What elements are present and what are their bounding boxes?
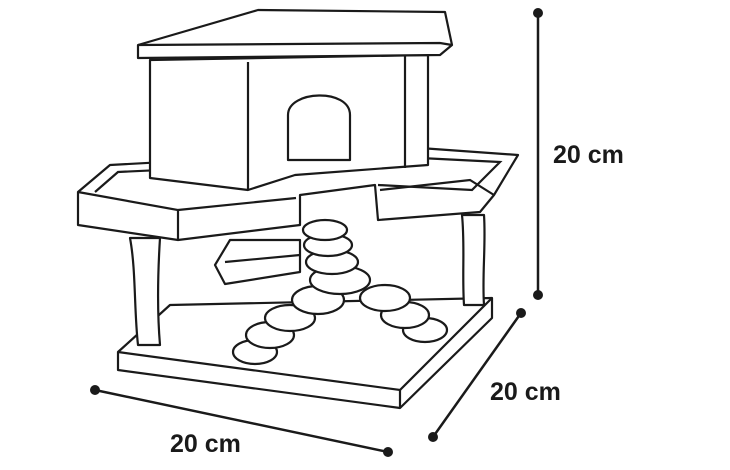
width-label: 20 cm <box>170 430 241 458</box>
depth-label: 20 cm <box>490 378 561 406</box>
legs <box>128 213 486 347</box>
height-label: 20 cm <box>553 141 624 169</box>
house <box>136 8 454 192</box>
spiral-steps <box>231 218 449 366</box>
dimension-lines <box>90 8 543 457</box>
